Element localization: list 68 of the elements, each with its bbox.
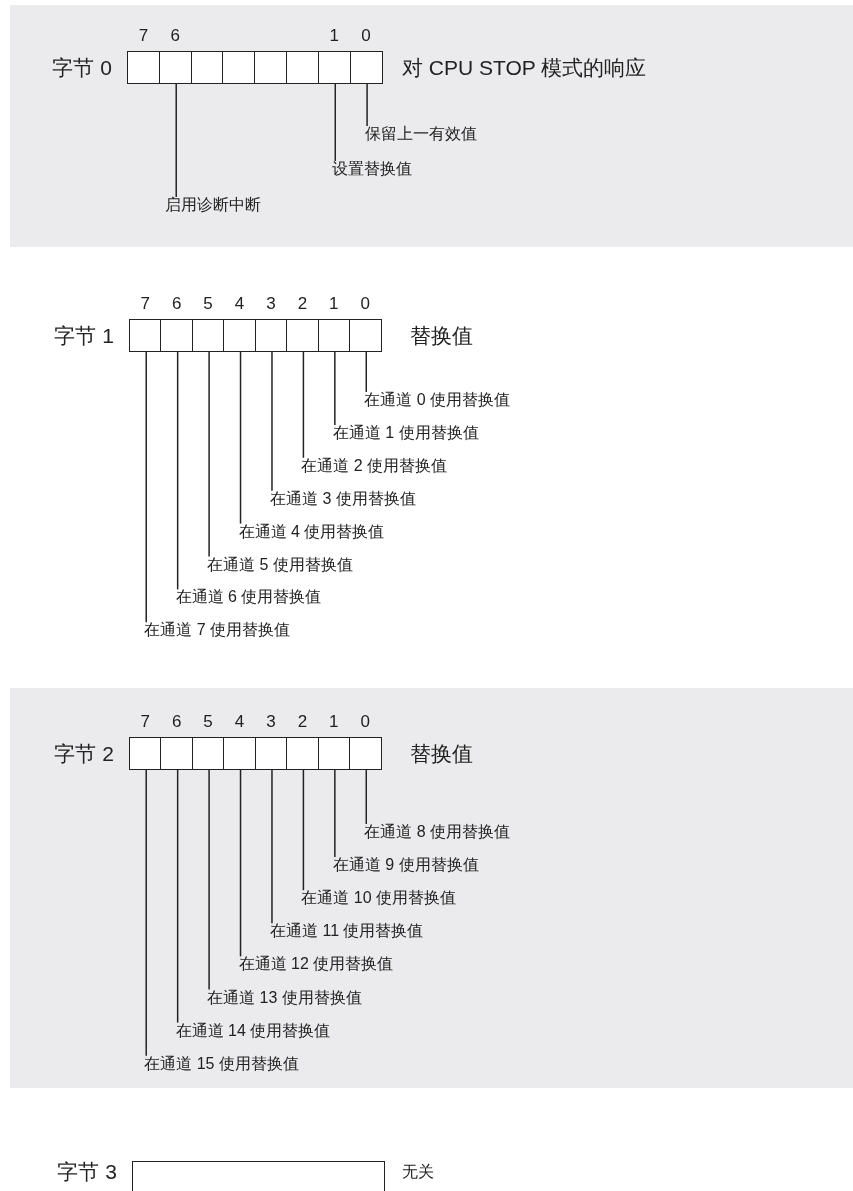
bit-description: 在通道 2 使用替换值	[301, 455, 448, 476]
leader-line	[302, 769, 305, 891]
bit-description: 在通道 7 使用替换值	[144, 620, 290, 641]
bit-number: 3	[265, 712, 277, 732]
bit-description: 在通道 9 使用替换值	[332, 855, 479, 876]
byte-label: 字节 2	[54, 740, 114, 767]
bit-description: 在通道 4 使用替换值	[238, 521, 385, 542]
bit-number: 7	[139, 294, 151, 314]
bit-number: 5	[202, 712, 214, 732]
bit-description: 在通道 14 使用替换值	[175, 1020, 331, 1041]
bit-description: 在通道 3 使用替换值	[269, 488, 416, 509]
bit-description: 在通道 0 使用替换值	[364, 390, 511, 410]
leader-line	[366, 83, 368, 127]
leader-line	[176, 769, 179, 1024]
register-description: 替换值	[410, 322, 473, 349]
bit-description: 保留上一有效值	[365, 124, 477, 144]
bit-number: 6	[170, 712, 183, 732]
leader-line	[175, 83, 177, 198]
bit-number: 1	[328, 26, 340, 46]
byte-label: 字节 0	[52, 54, 112, 81]
bit-description: 在通道 5 使用替换值	[207, 554, 353, 575]
leader-line	[239, 351, 242, 525]
bit-number: 4	[233, 294, 246, 314]
leader-line	[365, 769, 368, 825]
register-description: 无关	[402, 1162, 434, 1182]
byte-label: 字节 1	[54, 322, 114, 349]
bit-number: 0	[359, 294, 371, 314]
leader-line	[365, 351, 368, 393]
bit-number: 6	[170, 294, 183, 314]
bit-description: 在通道 12 使用替换值	[238, 954, 394, 975]
leader-line	[271, 351, 273, 492]
leader-line	[334, 83, 337, 162]
leader-line	[208, 351, 210, 558]
bit-description: 在通道 10 使用替换值	[301, 888, 457, 909]
bit-description: 在通道 13 使用替换值	[207, 987, 362, 1008]
register-description: 对 CPU STOP 模式的响应	[402, 54, 647, 81]
leader-line	[334, 351, 336, 426]
bit-description: 在通道 1 使用替换值	[332, 422, 479, 443]
bit-number: 1	[328, 712, 340, 732]
bit-description: 在通道 8 使用替换值	[364, 822, 511, 842]
bit-number: 5	[202, 294, 214, 314]
leader-line	[302, 351, 305, 459]
leader-line	[176, 351, 179, 591]
bit-description: 在通道 6 使用替换值	[175, 587, 322, 608]
register-description: 替换值	[410, 740, 473, 767]
leader-line	[208, 769, 210, 991]
bit-description: 启用诊断中断	[165, 195, 261, 215]
bit-number: 4	[233, 712, 246, 732]
leader-line	[145, 769, 147, 1057]
bit-number: 7	[137, 26, 150, 46]
bit-number: 0	[360, 26, 372, 46]
leader-line	[239, 769, 242, 958]
byte-label: 字节 3	[57, 1159, 117, 1185]
bit-number: 2	[296, 712, 309, 732]
leader-line	[271, 769, 273, 925]
bit-number: 7	[139, 712, 151, 732]
bit-description: 在通道 11 使用替换值	[269, 921, 424, 942]
leader-line	[145, 351, 147, 624]
bit-description: 设置替换值	[332, 159, 412, 179]
leader-line	[334, 769, 336, 858]
bit-number: 0	[359, 712, 371, 732]
section-panel	[10, 5, 853, 247]
bit-description: 在通道 15 使用替换值	[144, 1053, 299, 1074]
bit-number: 1	[328, 294, 340, 314]
bit-number: 2	[296, 294, 309, 314]
bit-number: 3	[265, 294, 277, 314]
section-panel	[10, 688, 853, 1088]
bit-number: 6	[169, 26, 181, 46]
